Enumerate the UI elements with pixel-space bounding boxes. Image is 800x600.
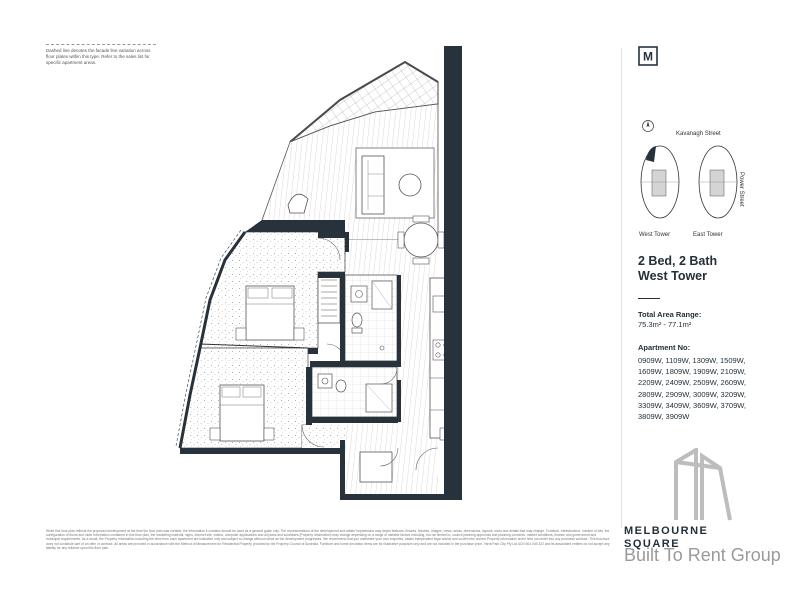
- bed-2: [209, 384, 275, 442]
- unit-title-tower: West Tower: [638, 269, 707, 283]
- area-label: Total Area Range:: [638, 310, 702, 319]
- facade-note-text: Dashed line denotes the facade line vari…: [46, 48, 151, 65]
- watermark: Built To Rent Group: [624, 545, 781, 565]
- brand-name: MELBOURNE SQUARE: [624, 525, 708, 551]
- facade-note: Dashed line denotes the facade line vari…: [46, 44, 156, 66]
- door-swings: [301, 237, 439, 471]
- disclaimer-text: While this floor plan reflects the propo…: [46, 529, 610, 550]
- area-value: 75.3m² - 77.1m²: [638, 320, 692, 329]
- bathroom: [311, 366, 398, 418]
- west-tower-plan: [640, 145, 680, 219]
- site-key-plan: [640, 120, 738, 219]
- title-rule: [638, 298, 660, 299]
- apartment-list: 0909W, 1109W, 1309W, 1509W, 1609W, 1809W…: [638, 356, 746, 422]
- brand-logo-icon: M: [638, 46, 658, 66]
- living-furniture: [287, 147, 435, 219]
- sidebar-divider: [621, 48, 622, 528]
- street-label-top: Kavanagh Street: [676, 131, 721, 137]
- wardrobe: [317, 274, 341, 324]
- dining-table: [397, 215, 445, 265]
- east-tower-label: East Tower: [693, 232, 723, 238]
- bed-1: [235, 285, 305, 341]
- unit-title: 2 Bed, 2 Bath West Tower: [638, 254, 717, 284]
- apartment-label: Apartment No:: [638, 343, 691, 352]
- melbourne-square-graphic: [674, 448, 732, 521]
- street-label-right: Power Street: [738, 172, 744, 207]
- compass-icon: [642, 120, 654, 132]
- east-tower-plan: [698, 145, 738, 219]
- ensuite: [344, 274, 398, 362]
- laundry: [359, 451, 393, 483]
- unit-title-bed-bath: 2 Bed, 2 Bath: [638, 254, 718, 268]
- brand-name-line1: MELBOURNE: [624, 525, 709, 537]
- logo-letter: M: [643, 50, 653, 64]
- brand-name-line2: SQUARE: [624, 538, 681, 550]
- apartment-highlight: [646, 146, 656, 162]
- west-tower-label: West Tower: [639, 232, 671, 238]
- walls: [180, 46, 462, 500]
- facade-edge: [175, 229, 309, 449]
- dashed-line-legend: [46, 44, 156, 45]
